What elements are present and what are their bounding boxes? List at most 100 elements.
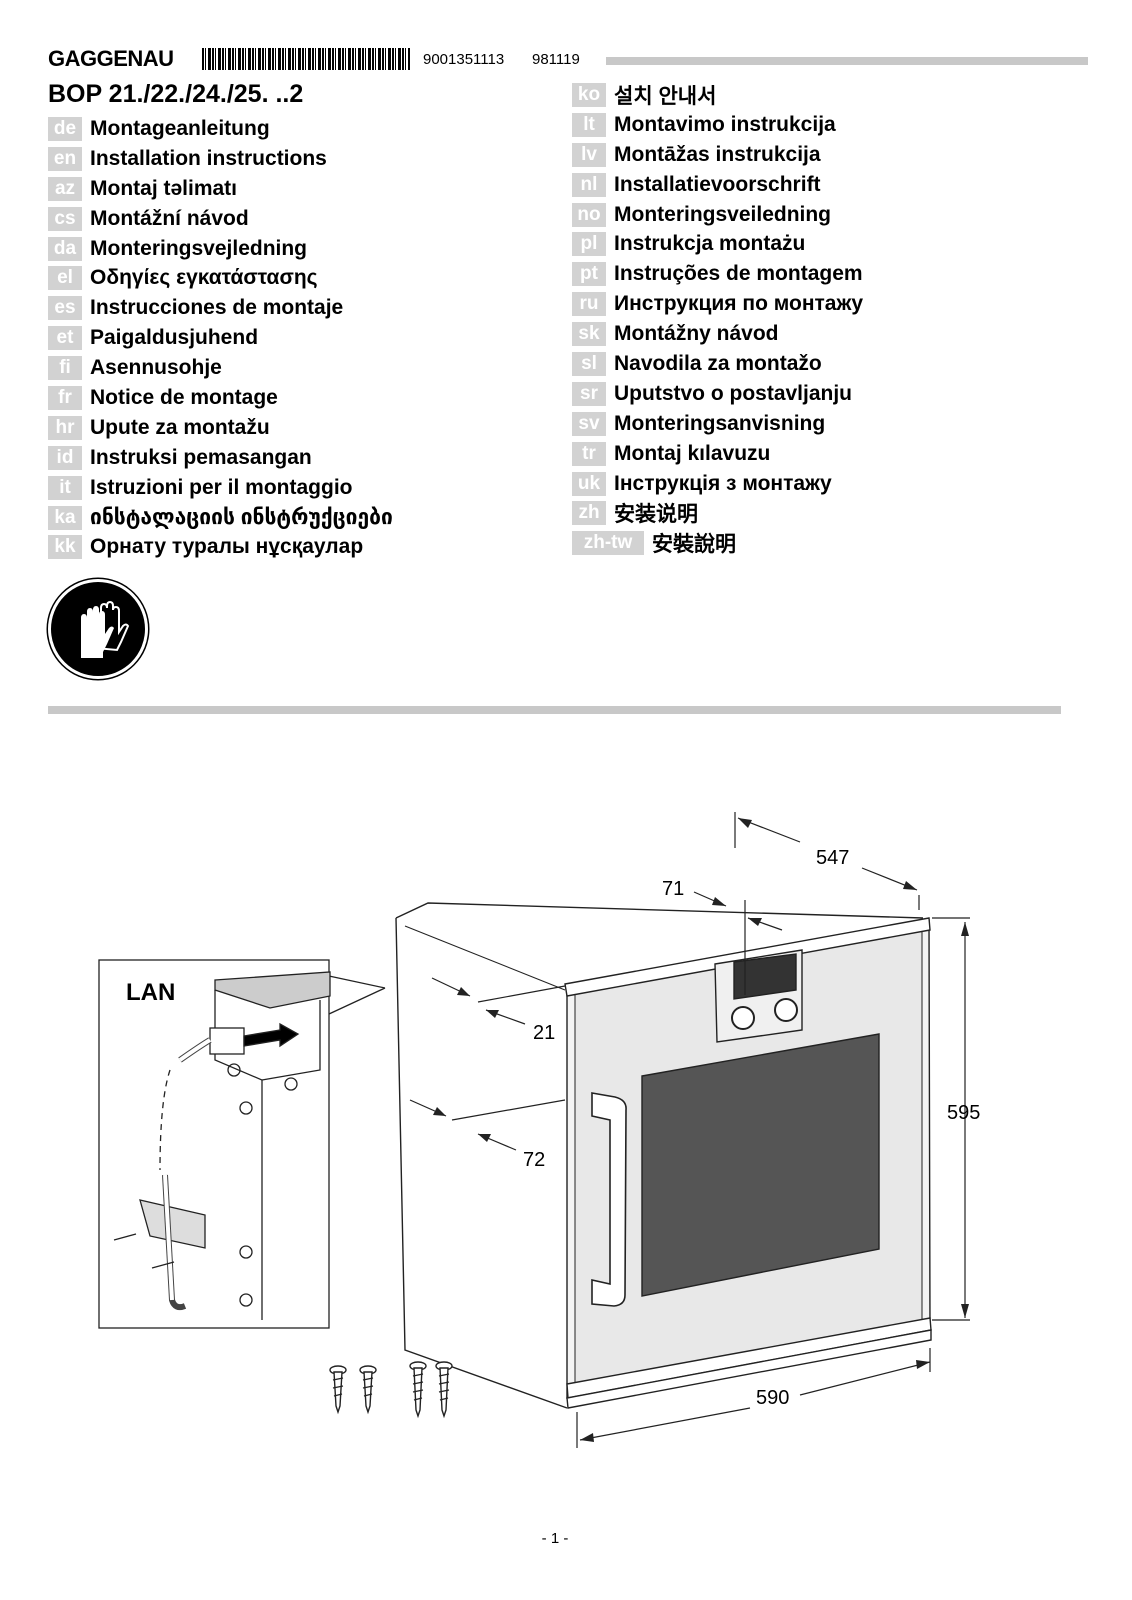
language-row: pt Instruções de montagem [572,259,863,289]
language-title: Montážní návod [90,206,249,230]
language-title: Monteringsvejledning [90,236,308,260]
language-code: sk [572,322,606,347]
language-row: ko 설치 안내서 [572,80,863,110]
language-code: lv [572,142,606,167]
section-divider [48,706,1061,714]
language-code: ko [572,82,606,107]
language-row: zh-tw 安裝說明 [572,528,863,558]
language-title: Montavimo instrukcija [614,112,836,136]
model-title: BOP 21./22./24./25. ..2 [48,80,304,108]
language-row: kk Орнату туралы нұсқаулар [48,532,393,562]
language-code: es [48,296,82,321]
language-code: sl [572,351,606,376]
dimension-panel-offset: 21 [533,1022,556,1044]
language-title: Upute za montažu [90,415,270,439]
language-code: nl [572,172,606,197]
language-code: et [48,326,82,351]
language-title: 安装说明 [614,503,698,527]
language-title: Instruksi pemasangan [90,445,312,469]
language-title: Istruzioni per il montaggio [90,475,353,499]
language-code: no [572,202,606,227]
language-title: Monteringsveiledning [614,202,832,226]
language-title: Installatievoorschrift [614,172,821,196]
language-code: pt [572,262,606,287]
language-row: tr Montaj kılavuzu [572,439,863,469]
language-row: id Instruksi pemasangan [48,443,393,473]
language-row: fi Asennusohje [48,353,393,383]
language-code: cs [48,206,82,231]
language-code: da [48,236,82,261]
language-code: it [48,475,82,500]
language-title: Montāžas instrukcija [614,142,821,166]
language-title: Орнату туралы нұсқаулар [90,535,364,559]
language-row: lv Montāžas instrukcija [572,140,863,170]
language-row: el Οδηγίες εγκατάστασης [48,263,393,293]
language-list-right: ko 설치 안내서 lt Montavimo instrukcija lv Montā… [572,80,863,558]
dimension-handle-offset: 72 [523,1149,546,1171]
language-row: pl Instrukcja montażu [572,229,863,259]
page-number: - 1 - [541,1530,569,1547]
language-code: fi [48,356,82,381]
language-row: cs Montážní návod [48,204,393,234]
dimension-height: 595 [947,1102,981,1124]
language-title: Montageanleitung [90,116,270,140]
language-code: uk [572,471,606,496]
language-code: ru [572,292,606,317]
language-title: Navodila za montažo [614,351,822,375]
language-code: id [48,445,82,470]
language-row: it Istruzioni per il montaggio [48,473,393,503]
dimension-panel-width: 71 [662,878,685,900]
language-title: 安裝說明 [652,533,736,557]
header-rule [606,57,1088,65]
language-title: Instrukcja montażu [614,232,806,256]
language-title: Montaj təlimatı [90,176,238,200]
language-row: de Montageanleitung [48,114,393,144]
language-list-left: de Montageanleitung en Installation instru… [48,114,393,562]
language-title: Asennusohje [90,356,222,380]
language-title: Οδηγίες εγκατάστασης [90,266,318,290]
language-title: Instruções de montagem [614,262,863,286]
language-code: sv [572,411,606,436]
language-title: 설치 안내서 [614,84,717,108]
language-row: sl Navodila za montažo [572,349,863,379]
barcode [202,48,410,70]
language-code: ka [48,505,82,530]
language-title: Montážny návod [614,322,779,346]
language-code: zh-tw [572,531,644,556]
language-code: kk [48,535,82,560]
language-title: Installation instructions [90,146,327,170]
oven-dimension-drawing [98,812,970,1448]
language-code: tr [572,441,606,466]
date-code: 981119 [532,51,580,68]
language-code: hr [48,415,82,440]
language-code: el [48,266,82,291]
dimension-width: 590 [756,1387,790,1409]
language-row: lt Montavimo instrukcija [572,110,863,140]
language-code: de [48,116,82,141]
language-row: sk Montážny návod [572,319,863,349]
language-row: en Installation instructions [48,144,393,174]
language-row: zh 安装说明 [572,498,863,528]
language-code: zh [572,501,606,526]
language-code: sr [572,381,606,406]
language-code: fr [48,385,82,410]
dimension-depth: 547 [816,847,850,869]
language-row: uk Інструкція з монтажу [572,469,863,499]
language-title: Montaj kılavuzu [614,441,771,465]
language-title: Інструкція з монтажу [614,471,832,495]
protective-gloves-icon [48,579,148,679]
document-number: 9001351113 [423,51,505,68]
document-header: GAGGENAU 9001351113 981119 [48,46,1088,72]
language-title: Monteringsanvisning [614,411,826,435]
language-title: Notice de montage [90,385,278,409]
language-row: fr Notice de montage [48,383,393,413]
language-code: lt [572,112,606,137]
language-code: en [48,146,82,171]
language-code: pl [572,232,606,257]
language-title: ინსტალაციის ინსტრუქციები [90,506,393,530]
